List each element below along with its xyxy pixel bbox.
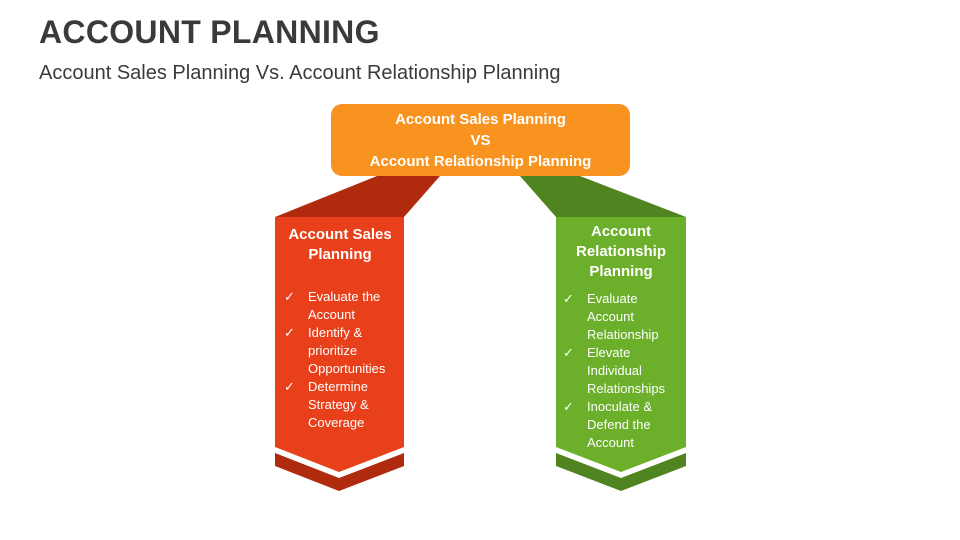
comparison-title-box: Account Sales Planning VS Account Relati… (331, 104, 630, 176)
check-icon: ✓ (563, 399, 574, 414)
top-line-1: Account Sales Planning (395, 110, 566, 128)
list-item: ✓Identify & prioritize Opportunities (284, 325, 386, 376)
check-icon: ✓ (563, 291, 574, 306)
page-title: ACCOUNT PLANNING (39, 14, 380, 50)
check-icon: ✓ (563, 345, 574, 360)
right-panel-list: ✓Evaluate Account Relationship ✓Elevate … (563, 290, 683, 452)
top-line-2: VS (470, 131, 491, 149)
left-chevron (275, 453, 404, 491)
list-item: ✓Inoculate & Defend the Account (563, 399, 653, 450)
top-line-3: Account Relationship Planning (369, 152, 592, 170)
right-chevron (556, 453, 686, 491)
left-connector (275, 176, 440, 217)
left-panel-list: ✓Evaluate the Account ✓Identify & priori… (284, 288, 402, 432)
left-panel-title: Account Sales Planning (288, 226, 392, 263)
left-panel-shape (275, 217, 404, 472)
check-icon: ✓ (284, 379, 295, 394)
check-icon: ✓ (284, 325, 295, 340)
list-item: ✓Determine Strategy & Coverage (284, 379, 369, 430)
right-connector (520, 176, 686, 217)
list-item: ✓Evaluate the Account (284, 289, 381, 322)
right-panel-shape (556, 217, 686, 472)
list-item: ✓Evaluate Account Relationship (563, 291, 659, 342)
right-panel-title: Account Relationship Planning (575, 223, 666, 280)
list-item: ✓Elevate Individual Relationships (563, 345, 666, 396)
top-box-shape (331, 104, 630, 176)
check-icon: ✓ (284, 289, 295, 304)
page-subtitle: Account Sales Planning Vs. Account Relat… (39, 62, 561, 84)
